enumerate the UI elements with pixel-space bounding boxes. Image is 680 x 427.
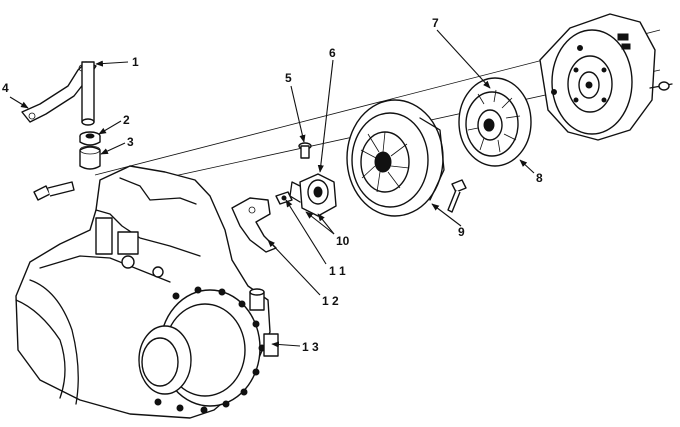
leader-lines — [9, 29, 535, 348]
callout-10: 10 — [336, 234, 350, 248]
release-shaft — [81, 61, 95, 126]
transaxle-bolt — [33, 181, 75, 201]
callout-4: 4 — [2, 81, 9, 95]
callout-labels: 1 2 3 4 5 6 7 8 9 10 1 1 1 2 1 3 — [2, 16, 543, 354]
callout-11: 1 1 — [329, 264, 346, 278]
clutch-disc — [458, 77, 532, 167]
release-bearing — [289, 173, 337, 217]
flywheel — [539, 13, 673, 141]
callout-9: 9 — [458, 225, 465, 239]
pressure-plate — [346, 99, 445, 217]
callout-5: 5 — [285, 71, 292, 85]
pressure-plate-bolt — [447, 179, 467, 213]
callout-2: 2 — [123, 113, 130, 127]
bracket-bolt — [275, 191, 293, 205]
callout-7: 7 — [432, 16, 439, 30]
clip-bolt — [298, 142, 312, 159]
callout-12: 1 2 — [322, 294, 339, 308]
housing-bolt-ring — [154, 286, 266, 414]
callout-13: 1 3 — [302, 340, 319, 354]
callout-3: 3 — [127, 135, 134, 149]
transaxle-case — [15, 165, 279, 419]
callout-1: 1 — [132, 55, 139, 69]
callout-8: 8 — [536, 171, 543, 185]
callout-6: 6 — [329, 46, 336, 60]
shaft-bushing — [79, 131, 101, 146]
release-fork-bracket — [231, 197, 277, 253]
shaft-seal — [79, 145, 101, 170]
